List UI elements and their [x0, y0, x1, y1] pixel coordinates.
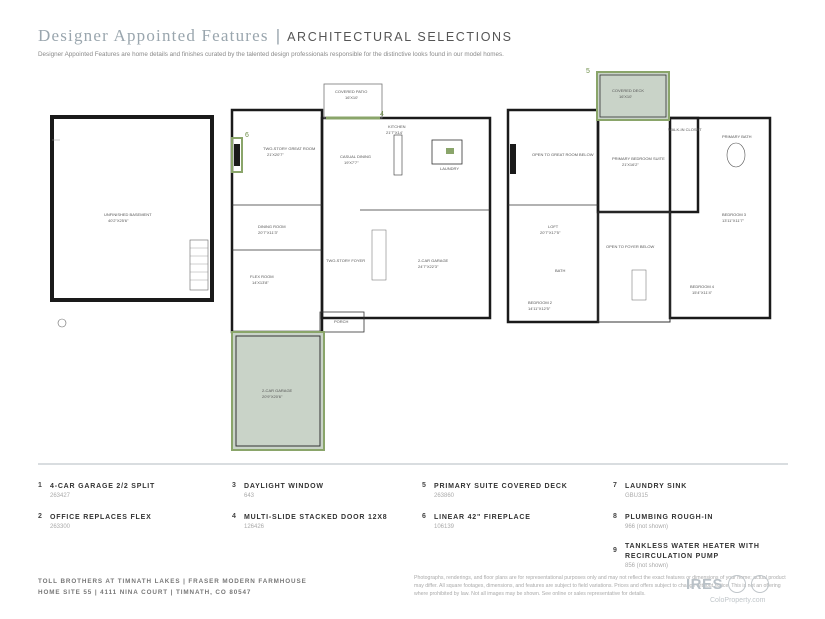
- garage-label: 2-CAR GARAGE: [418, 258, 449, 263]
- casual-dining-dim: 19'X7'7": [344, 160, 359, 165]
- loft-dim: 20'7"X17'5": [540, 230, 561, 235]
- bedroom4-dim: 15'4"X11'4": [692, 290, 713, 295]
- feature-name: PLUMBING ROUGH-IN: [625, 514, 714, 521]
- floor-plans: UNFINISHED BASEMENT 40'2"X25'6" 6 4 COVE…: [50, 68, 772, 451]
- dining-room-dim: 20'7"X11'3": [258, 230, 279, 235]
- kitchen-label: KITCHEN: [388, 124, 406, 129]
- main-floor-plan: 6 4 COVERED PATIO 16'X10' TWO-STORY GREA…: [230, 83, 492, 451]
- flex-room-label: FLEX ROOM: [250, 274, 274, 279]
- laundry-label: LAUNDRY: [440, 166, 459, 171]
- feature-name: DAYLIGHT WINDOW: [244, 483, 324, 490]
- basement-plan: UNFINISHED BASEMENT 40'2"X25'6": [50, 115, 214, 328]
- primary-suite-label: PRIMARY BEDROOM SUITE: [612, 156, 665, 161]
- feature-name: MULTI-SLIDE STACKED DOOR 12X8: [244, 514, 388, 521]
- feature-number: 4: [232, 513, 236, 520]
- walk-in-closet-label: WALK-IN CLOSET: [668, 127, 702, 132]
- title-separator: |: [275, 26, 281, 45]
- covered-deck-dim: 16'X10': [619, 94, 632, 99]
- disclaimer-text: Photographs, renderings, and floor plans…: [414, 575, 786, 597]
- loft-label: LOFT: [548, 224, 559, 229]
- ires-wordmark: IRES: [686, 575, 724, 593]
- covered-patio-label: COVERED PATIO: [335, 89, 367, 94]
- covered-deck-label: COVERED DECK: [612, 88, 644, 93]
- great-room-dim: 21'X20'7": [267, 152, 284, 157]
- feature-code: 263860: [434, 493, 455, 499]
- footer-line-2: HOME SITE 55 | 4111 NINA COURT | TIMNATH…: [38, 589, 252, 596]
- kitchen-dim: 21'7"X14': [386, 130, 403, 135]
- feature-name: TANKLESS WATER HEATER WITH: [625, 543, 760, 550]
- flex-room-dim: 14'X13'8": [252, 280, 269, 285]
- porch-label: PORCH: [334, 319, 349, 324]
- open-to-great-room-label: OPEN TO GREAT ROOM BELOW: [532, 152, 594, 157]
- page-description: Designer Appointed Features are home det…: [38, 51, 504, 58]
- bedroom4-label: BEDROOM 4: [690, 284, 715, 289]
- community-footer: TOLL BROTHERS AT TIMNATH LAKES | FRASER …: [38, 576, 307, 598]
- covered-patio-dim: 16'X10': [345, 95, 358, 100]
- feature-number: 1: [38, 482, 42, 489]
- footer-line-1: TOLL BROTHERS AT TIMNATH LAKES | FRASER …: [38, 578, 307, 585]
- feature-name: 4-CAR GARAGE 2/2 SPLIT: [50, 483, 156, 490]
- feature-code: 106139: [434, 524, 455, 530]
- casual-dining-label: CASUAL DINING: [340, 154, 371, 159]
- feature-name: LINEAR 42" FIREPLACE: [434, 514, 531, 521]
- bedroom3-label: BEDROOM 3: [722, 212, 747, 217]
- garage-b-label: 2-CAR GARAGE: [262, 388, 293, 393]
- page-header: Designer Appointed Features | ARCHITECTU…: [38, 26, 513, 46]
- ires-logo: IRES: [686, 575, 770, 593]
- feature-code: 126426: [244, 524, 265, 530]
- divider-rule: [38, 463, 788, 465]
- feature-code: 856 (not shown): [625, 563, 669, 569]
- dining-room-label: DINING ROOM: [258, 224, 286, 229]
- garage-dim: 24'7"X22'3": [418, 264, 439, 269]
- page-title: Designer Appointed Features: [38, 26, 269, 45]
- feature-code: 263300: [50, 524, 71, 530]
- feature-number: 3: [232, 482, 236, 489]
- feature-number: 9: [613, 547, 617, 554]
- equal-housing-icon: [728, 575, 747, 593]
- accessibility-icon: [751, 575, 770, 593]
- basement-label: UNFINISHED BASEMENT: [104, 212, 152, 217]
- feature-number: 7: [613, 482, 617, 489]
- primary-suite-dim: 21'X16'2": [622, 162, 639, 167]
- feature-code: 643: [244, 493, 255, 499]
- feature-number: 5: [422, 482, 426, 489]
- ires-subtext: ColoProperty.com: [710, 597, 766, 604]
- page-subtitle: ARCHITECTURAL SELECTIONS: [287, 30, 513, 44]
- open-to-foyer-label: OPEN TO FOYER BELOW: [606, 244, 655, 249]
- primary-bath-label: PRIMARY BATH: [722, 134, 752, 139]
- foyer-label: TWO-STORY FOYER: [326, 258, 365, 263]
- callout-5: 5: [586, 68, 590, 75]
- bath-label: BATH: [555, 268, 565, 273]
- feature-code: 966 (not shown): [625, 524, 669, 530]
- upper-floor-plan: 5 COVERED DECK 16'X10' OPEN TO GREAT ROO…: [506, 68, 772, 324]
- basement-dim: 40'2"X25'6": [108, 218, 129, 223]
- feature-code: GBU315: [625, 493, 649, 499]
- great-room-label: TWO-STORY GREAT ROOM: [263, 146, 315, 151]
- feature-number: 8: [613, 513, 617, 520]
- feature-name: PRIMARY SUITE COVERED DECK: [434, 483, 568, 490]
- feature-name-line2: RECIRCULATION PUMP: [625, 553, 719, 560]
- feature-name: LAUNDRY SINK: [625, 483, 688, 490]
- feature-name: OFFICE REPLACES FLEX: [50, 514, 152, 521]
- feature-number: 6: [422, 513, 426, 520]
- garage-b-dim: 20'9"X20'6": [262, 394, 283, 399]
- bedroom3-dim: 13'11"X11'7": [722, 218, 745, 223]
- callout-6: 6: [245, 132, 249, 139]
- bedroom2-dim: 14'11"X12'5": [528, 306, 551, 311]
- feature-code: 263427: [50, 493, 71, 499]
- callout-4: 4: [380, 111, 384, 118]
- bedroom2-label: BEDROOM 2: [528, 300, 553, 305]
- feature-number: 2: [38, 513, 42, 520]
